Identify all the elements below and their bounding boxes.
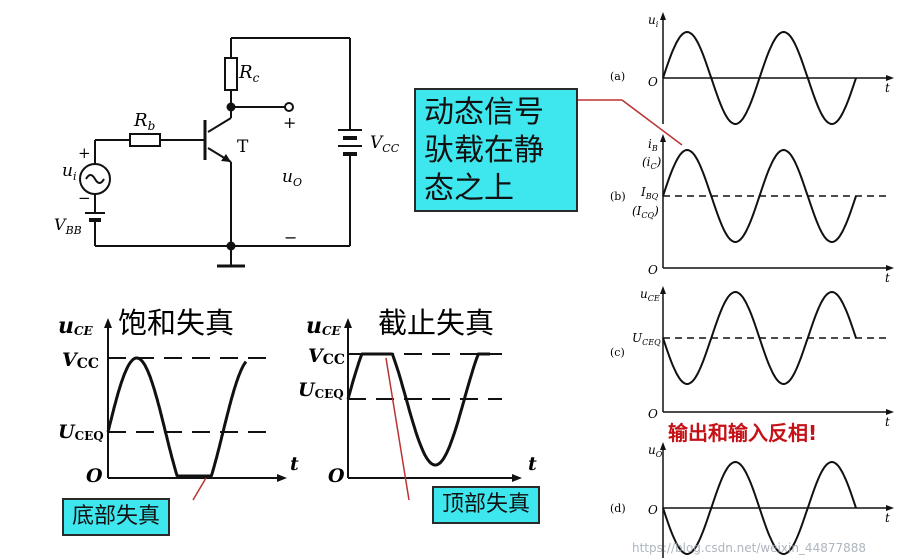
- rb-resistor: [129, 133, 161, 147]
- wave-b-y-arrow-icon: [660, 134, 666, 142]
- wave-a-y-arrow-icon: [660, 12, 666, 20]
- wave-b-y-label-2: (iC): [642, 155, 662, 171]
- bottom-distortion-label: 底部失真: [62, 498, 171, 536]
- plus-sign-source: +: [78, 144, 91, 162]
- cut-y-label: uCE: [306, 313, 342, 339]
- callout-line-1: 动态信号: [424, 95, 544, 130]
- sat-title: 饱和失真: [118, 306, 234, 340]
- callout-line-3: 态之上: [424, 171, 514, 206]
- wave-a-x-arrow-icon: [886, 75, 894, 81]
- cut-waveform: [346, 352, 490, 467]
- rc-resistor: [224, 57, 238, 91]
- wave-c-y-arrow-icon: [660, 286, 666, 294]
- transistor-label: T: [237, 137, 249, 157]
- source-watermark: https://blog.csdn.net/weixin_44877888: [632, 541, 867, 555]
- wave-c-x-arrow-icon: [886, 409, 894, 415]
- wave-c-q-label: UCEQ: [632, 331, 661, 347]
- wave-d-letter: (d): [610, 502, 626, 515]
- cut-x-arrow-icon: [512, 474, 522, 482]
- vbb-label: VBB: [54, 215, 82, 237]
- sat-waveform: [106, 356, 248, 478]
- wave-d-y-arrow-icon: [660, 442, 666, 450]
- wave-b-q-label: IBQ: [640, 185, 659, 201]
- wave-c-t: t: [885, 415, 890, 429]
- minus-sign-output: −: [284, 228, 297, 247]
- plus-sign-output: +: [283, 113, 296, 132]
- uo-label: uO: [282, 167, 302, 189]
- wave-b-x-arrow-icon: [886, 265, 894, 271]
- ui-label: ui: [62, 161, 76, 183]
- wave-d-origin: O: [648, 503, 658, 517]
- wave-c-curve: [662, 290, 857, 386]
- sat-caption-leader: [192, 477, 207, 501]
- cut-uceq-label: UCEQ: [298, 379, 344, 401]
- sat-vcc-label: VCC: [62, 349, 99, 372]
- sat-y-arrow-icon: [104, 318, 112, 328]
- sat-t-label: t: [290, 453, 299, 475]
- callout-box: 动态信号 驮载在静 态之上: [414, 88, 578, 212]
- emitter-arrow-icon: [221, 154, 231, 162]
- sat-origin: O: [86, 465, 103, 487]
- top-distortion-label: 顶部失真: [432, 486, 541, 524]
- wave-d-curve: [662, 460, 857, 556]
- sat-x-arrow-icon: [277, 474, 287, 482]
- sat-y-label: uCE: [58, 313, 94, 339]
- cut-title: 截止失真: [378, 306, 494, 340]
- rc-label: Rc: [238, 62, 260, 85]
- cut-origin: O: [328, 465, 345, 487]
- wave-a-letter: (a): [610, 70, 625, 83]
- wave-b-y-label: iB: [648, 137, 658, 153]
- saturation-distortion-plot: [104, 318, 287, 482]
- cut-t-label: t: [528, 453, 537, 475]
- wave-d-t: t: [885, 511, 890, 525]
- sine-source-icon: [85, 174, 105, 184]
- wave-d-y-label: uO: [648, 443, 663, 459]
- cutoff-distortion-plot: [344, 318, 522, 482]
- output-terminal: [284, 102, 294, 112]
- wave-c-y-label: uCE: [640, 287, 660, 303]
- waveform-b: [660, 134, 894, 271]
- cut-y-arrow-icon: [344, 318, 352, 328]
- wave-c-origin: O: [648, 407, 658, 421]
- cut-caption-leader: [385, 357, 410, 501]
- phase-inversion-note: 输出和输入反相!: [668, 421, 818, 445]
- wave-b-origin: O: [648, 263, 658, 277]
- wave-c-letter: (c): [610, 346, 625, 359]
- wave-a-y-label: ui: [648, 13, 659, 29]
- minus-sign-source: −: [78, 189, 91, 207]
- sat-uceq-label: UCEQ: [58, 421, 104, 443]
- waveform-a: [660, 12, 894, 126]
- wave-b-letter: (b): [610, 190, 626, 203]
- waveform-d: [660, 442, 894, 558]
- wave-b-t: t: [885, 271, 890, 285]
- wave-b-curve: [662, 148, 857, 244]
- callout-line-2: 驮载在静: [424, 133, 544, 168]
- wave-d-x-arrow-icon: [886, 505, 894, 511]
- rb-label: Rb: [133, 110, 155, 133]
- cut-vcc-label: VCC: [308, 345, 345, 368]
- amplifier-circuit: [79, 37, 362, 268]
- wave-b-q-label-2: (ICQ): [632, 204, 659, 220]
- vcc-label: VCC: [370, 133, 400, 155]
- waveform-c: [660, 286, 894, 415]
- wave-a-origin: O: [648, 75, 658, 89]
- wave-a-curve: [662, 30, 857, 126]
- wave-a-t: t: [885, 81, 890, 95]
